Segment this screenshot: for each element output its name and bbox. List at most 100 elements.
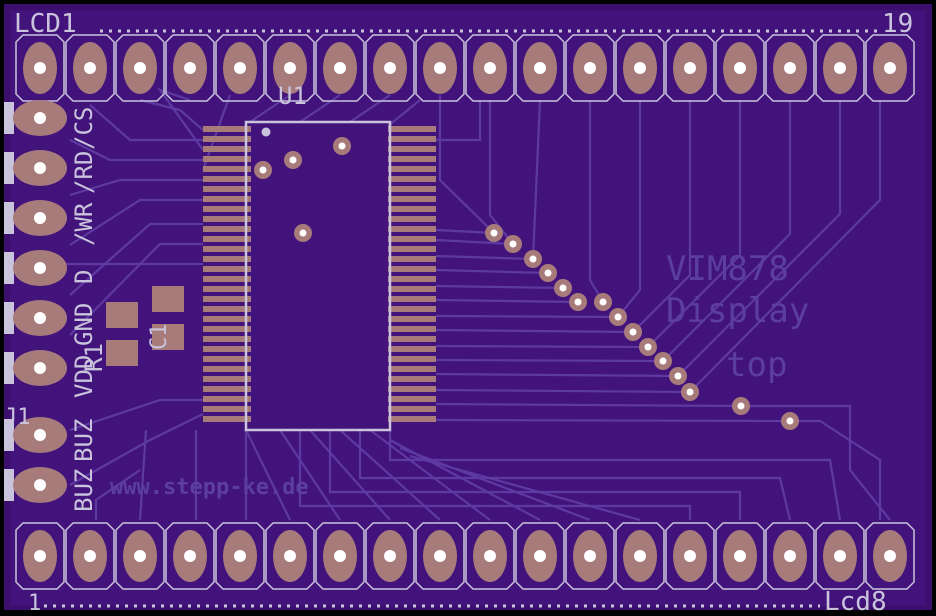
trace-50 xyxy=(138,429,148,521)
capacitor-pad-1 xyxy=(152,286,184,312)
ic-pin-right-5 xyxy=(388,166,436,172)
bottom-pad-14-outline xyxy=(665,522,715,590)
bottom-pad-9-outline xyxy=(415,522,465,590)
header-pad-6-drill xyxy=(34,362,46,374)
bottom-pad-12-outline xyxy=(565,522,615,590)
top-pad-5-drill xyxy=(234,62,246,74)
trace-47 xyxy=(387,99,421,127)
via-drill-11 xyxy=(599,298,607,306)
top-pad-9-drill xyxy=(434,62,446,74)
ic-pin-right-30 xyxy=(388,416,436,422)
via-drill-1 xyxy=(259,166,267,174)
title-line-3: top xyxy=(726,345,787,385)
header-pad-8-drill xyxy=(34,479,46,491)
trace-33 xyxy=(69,178,203,197)
ic-pin-right-1 xyxy=(388,126,436,132)
ic-outline xyxy=(244,120,392,432)
top-pad-7-drill xyxy=(334,62,346,74)
header-signal-label: /RD xyxy=(70,151,98,194)
trace-20 xyxy=(632,100,692,333)
ic-pin-left-19 xyxy=(203,306,251,312)
trace-51 xyxy=(94,469,141,520)
ic-pin-right-18 xyxy=(388,296,436,302)
trace-21 xyxy=(647,100,742,348)
trace-59 xyxy=(409,454,641,522)
resistor-pad-2 xyxy=(106,340,138,366)
via-drill-7 xyxy=(529,255,537,263)
ic-pin-right-8 xyxy=(388,196,436,202)
bottom-pad-16-drill xyxy=(784,550,796,562)
bottom-pad-14-drill xyxy=(684,550,696,562)
bottom-pad-9-drill xyxy=(434,550,446,562)
top-pad-11-drill xyxy=(534,62,546,74)
header-edge-4 xyxy=(4,252,14,284)
trace-30 xyxy=(298,430,692,520)
trace-43 xyxy=(249,94,291,123)
ic-pin-right-19 xyxy=(388,306,436,312)
via-drill-16 xyxy=(674,372,682,380)
ic-pin-left-12 xyxy=(203,236,251,242)
top-pad-13-outline xyxy=(615,34,665,102)
ic-pin-left-23 xyxy=(203,346,251,352)
ic-pin-right-7 xyxy=(388,186,436,192)
top-pad-16-outline xyxy=(765,34,815,102)
via-drill-15 xyxy=(659,357,667,365)
ic-pin-left-29 xyxy=(203,406,251,412)
via-drill-12 xyxy=(614,313,622,321)
top-pad-9-outline xyxy=(415,34,465,102)
top-pad-1-outline xyxy=(15,34,65,102)
trace-4 xyxy=(435,268,549,275)
ic-pin-left-17 xyxy=(203,286,251,292)
top-pad-15-outline xyxy=(715,34,765,102)
ic-pin-right-4 xyxy=(388,156,436,162)
trace-53 xyxy=(279,429,341,521)
ic-pin-right-25 xyxy=(388,366,436,372)
ic-pin-left-3 xyxy=(203,146,251,152)
resistor-reference: R1 xyxy=(80,343,108,372)
top-connector-label: LCD1 xyxy=(14,9,77,39)
ic-pin-right-3 xyxy=(388,146,436,152)
ic-pin-left-7 xyxy=(203,186,251,192)
via-drill-6 xyxy=(509,240,517,248)
capacitor-pad-2 xyxy=(152,324,184,350)
ic-pin-left-6 xyxy=(203,176,251,182)
header-reference: J1 xyxy=(4,405,31,430)
bottom-pad-13-outline xyxy=(615,522,665,590)
via-drill-14 xyxy=(644,343,652,351)
bottom-pad-10-outline xyxy=(465,522,515,590)
ic-pin-left-14 xyxy=(203,256,251,262)
trace-55 xyxy=(339,429,441,521)
smd-components xyxy=(106,286,184,366)
top-pad-17-drill xyxy=(834,62,846,74)
top-pad-13-drill xyxy=(634,62,646,74)
ic-pin-left-13 xyxy=(203,246,251,252)
bottom-pad-17-drill xyxy=(834,550,846,562)
bottom-pad-4-outline xyxy=(165,522,215,590)
trace-41 xyxy=(157,87,204,151)
bottom-pad-13-drill xyxy=(634,550,646,562)
trace-10 xyxy=(435,358,664,363)
bottom-pad-5-outline xyxy=(215,522,265,590)
ic-pins xyxy=(203,126,436,422)
ic-pin-left-15 xyxy=(203,266,251,272)
ic-pin-left-4 xyxy=(203,156,251,162)
top-pad-16-drill xyxy=(784,62,796,74)
ic-pin-right-22 xyxy=(388,336,436,342)
bottom-pad-12-drill xyxy=(584,550,596,562)
capacitor-reference: C1 xyxy=(147,324,172,351)
header-pad-2-drill xyxy=(34,162,46,174)
bottom-pad-6-outline xyxy=(265,522,315,590)
top-pad-2-outline xyxy=(65,34,115,102)
top-pad-10-drill xyxy=(484,62,496,74)
top-pad-8-outline xyxy=(365,34,415,102)
ic-pin-left-2 xyxy=(203,136,251,142)
via-drill-2 xyxy=(289,156,297,164)
via-drill-8 xyxy=(544,269,552,277)
header-signal-label: D xyxy=(70,270,98,284)
bottom-pad-18-drill xyxy=(884,550,896,562)
website-text: www.stepp-ke.de xyxy=(110,475,309,500)
header-signal-label: /CS xyxy=(70,107,98,150)
trace-22 xyxy=(662,100,792,362)
ic-pin-left-26 xyxy=(203,376,251,382)
